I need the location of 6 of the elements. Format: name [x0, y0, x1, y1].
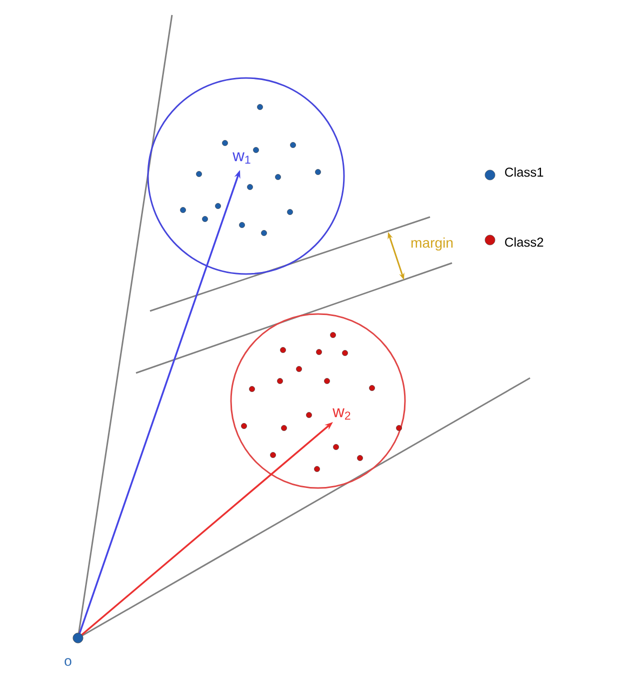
legend-label: Class1 [505, 167, 544, 177]
origin-label: o [64, 658, 72, 666]
vector-label: w$_{1}$ [232, 152, 250, 164]
legend-label: Class2 [505, 237, 544, 247]
margin-label: margin [411, 237, 453, 251]
vector-label: w$_{2}$ [332, 408, 350, 420]
